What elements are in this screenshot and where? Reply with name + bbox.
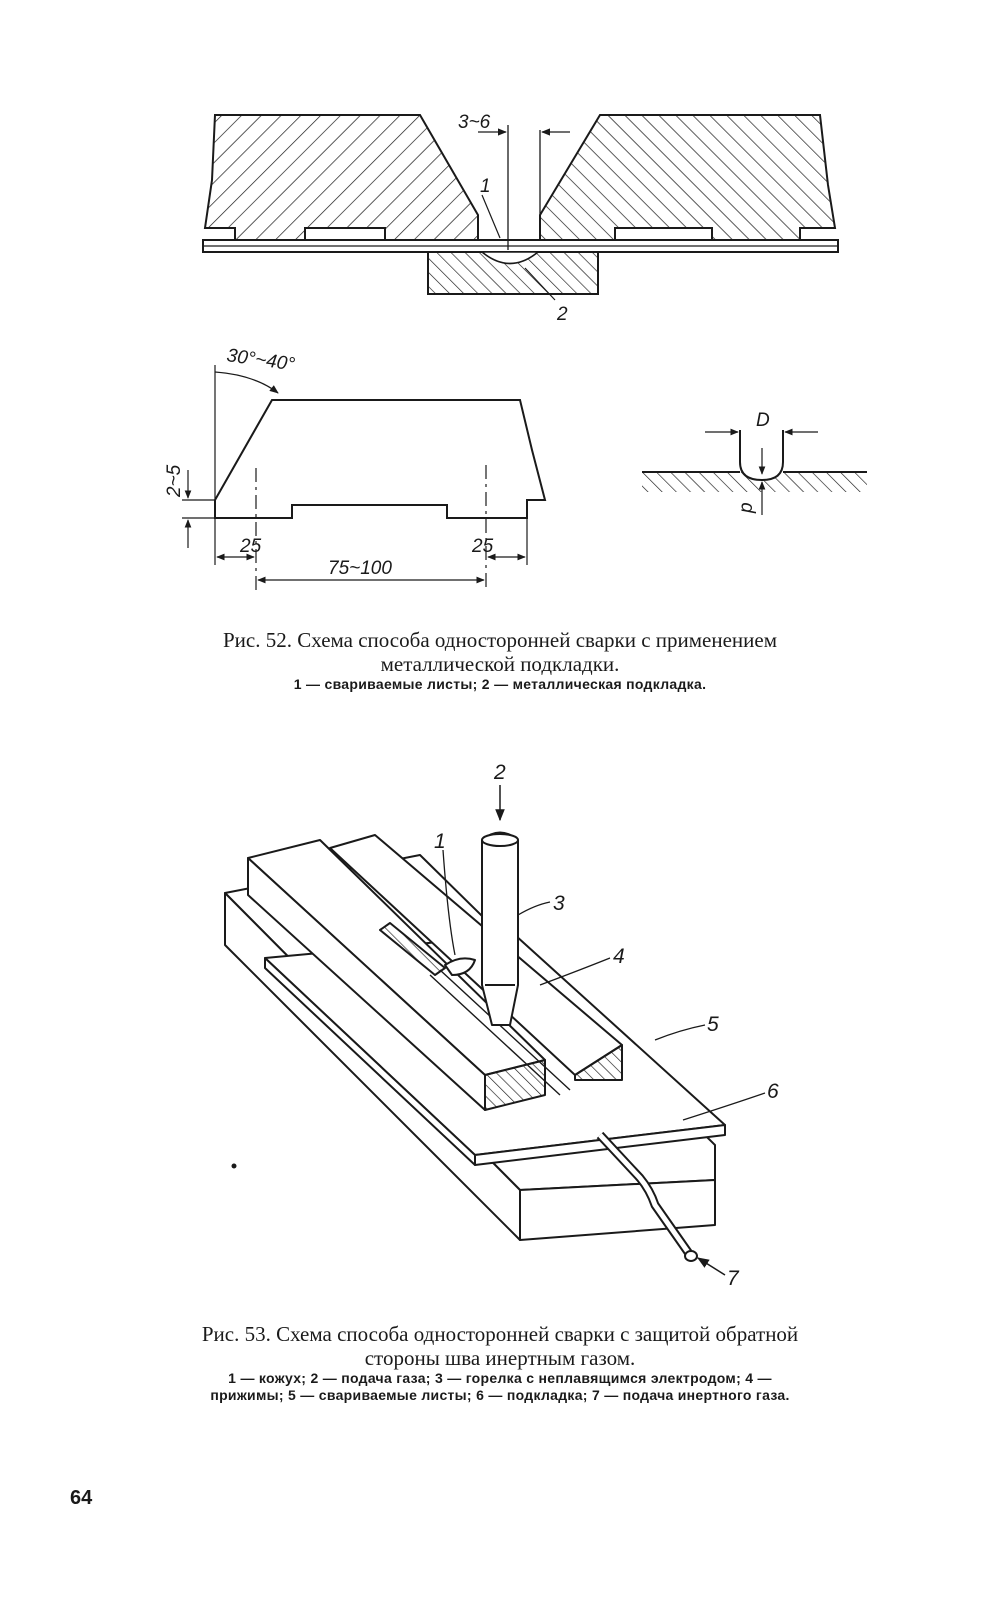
label-7: 7 (727, 1267, 740, 1290)
weld-seam (379, 922, 446, 976)
figure-53-legend: 1 — кожух; 2 — подача газа; 3 — горелка … (210, 1370, 790, 1403)
figure-52-drawing: 3~6 1 2 30°~40° 2~5 25 25 75~100 D (164, 112, 867, 590)
bevel-profile (182, 365, 547, 590)
label-part-2: 2 (556, 304, 568, 325)
label-dim-right: 25 (471, 536, 494, 557)
page-number: 64 (70, 1487, 93, 1509)
label-dim-left: 25 (239, 536, 262, 557)
figure-53-caption: Рис. 53. Схема способа односторонней сва… (200, 1322, 800, 1404)
label-1: 1 (434, 830, 446, 853)
label-4: 4 (613, 945, 625, 968)
label-part-1: 1 (480, 176, 491, 197)
figure-53-title: Рис. 53. Схема способа односторонней сва… (201, 1322, 799, 1370)
weld-bead (479, 251, 541, 265)
label-pen-p: p (736, 502, 757, 514)
gas-shroud (444, 957, 476, 976)
torch (481, 831, 519, 1026)
label-angle: 30°~40° (225, 345, 296, 375)
label-root-face: 2~5 (164, 464, 185, 498)
penetration-detail (642, 428, 867, 515)
label-dim-width: 75~100 (328, 558, 392, 579)
figure-52-legend: 1 — свариваемые листы; 2 — металлическая… (293, 676, 707, 692)
label-3: 3 (553, 892, 565, 915)
figure-53-drawing: 2 1 3 4 5 6 7 (224, 761, 779, 1290)
right-clamp (539, 114, 837, 241)
label-pen-D: D (756, 410, 770, 431)
clamp-cross-section (202, 114, 839, 301)
label-gap: 3~6 (458, 112, 491, 133)
figure-52-caption: Рис. 52. Схема способа односторонней сва… (200, 628, 800, 693)
figure-52-title: Рис. 52. Схема способа односторонней сва… (222, 628, 778, 676)
label-2: 2 (493, 761, 506, 784)
label-6: 6 (767, 1080, 779, 1103)
label-5: 5 (707, 1013, 719, 1036)
left-clamp (203, 114, 479, 241)
